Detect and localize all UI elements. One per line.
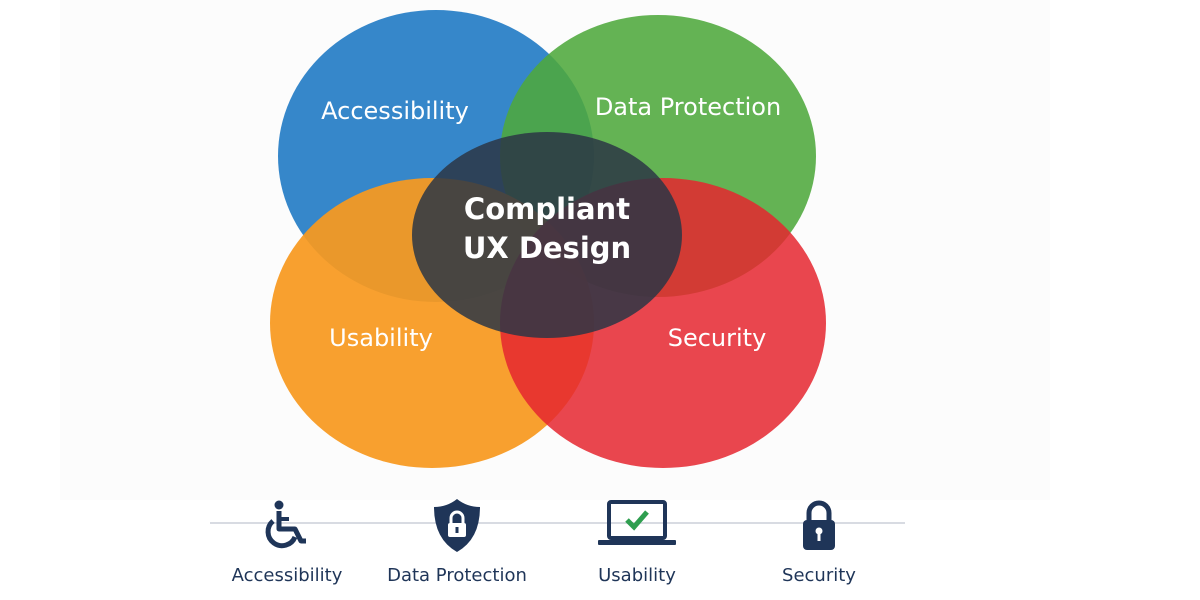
icon-label-data-protection: Data Protection [387,565,527,586]
venn-diagram: Accessibility Data Protection Usability … [270,10,826,468]
icon-item-security: Security [739,495,899,586]
venn-center-line1: Compliant [464,192,630,226]
venn-label-security: Security [668,324,767,352]
icon-label-security: Security [782,565,856,586]
icon-item-accessibility: Accessibility [207,495,367,586]
laptop-check-icon [598,500,676,545]
padlock-icon [803,500,835,550]
icon-label-usability: Usability [598,565,676,586]
shield-lock-icon [434,499,480,552]
icon-label-accessibility: Accessibility [231,565,343,586]
icon-item-data-protection: Data Protection [377,495,537,586]
venn-label-accessibility: Accessibility [321,97,469,125]
wheelchair-icon [265,500,306,549]
venn-center [412,132,682,338]
icon-row-divider [210,522,905,524]
venn-label-data-protection: Data Protection [595,93,781,121]
venn-label-usability: Usability [329,324,433,352]
venn-center-line2: UX Design [463,231,631,265]
icon-item-usability: Usability [557,495,717,586]
